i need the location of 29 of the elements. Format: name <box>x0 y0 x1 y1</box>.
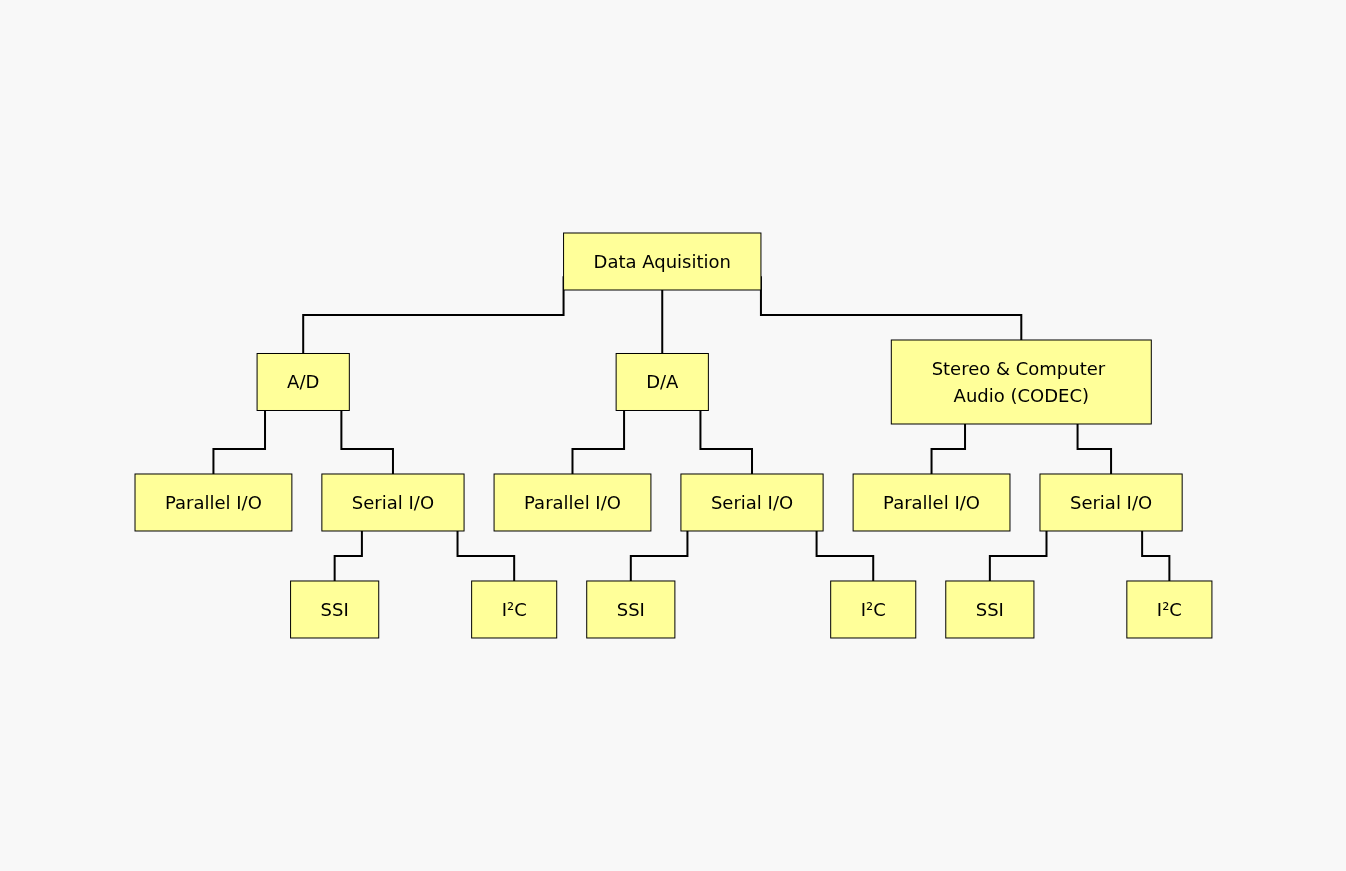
connector <box>660 289 663 355</box>
node-box: Parallel I/O <box>852 473 1010 532</box>
connector <box>339 409 394 475</box>
node-box: Parallel I/O <box>134 473 292 532</box>
node-box: I²C <box>829 580 916 639</box>
node-box: Parallel I/O <box>493 473 651 532</box>
node-box: SSI <box>585 580 675 639</box>
node-box: I²C <box>470 580 557 639</box>
connector <box>930 423 966 475</box>
node-box: I²C <box>1125 580 1212 639</box>
connector <box>333 530 363 582</box>
connector <box>456 530 515 582</box>
node-box: Serial I/O <box>320 473 465 532</box>
node-box: Stereo & Computer Audio (CODEC) <box>890 339 1152 425</box>
connector <box>988 530 1048 582</box>
connector <box>815 530 874 582</box>
node-box: SSI <box>944 580 1034 639</box>
node-box: Data Aquisition <box>562 232 761 291</box>
node-box: A/D <box>256 353 350 411</box>
connector <box>571 409 625 475</box>
node-box: Serial I/O <box>679 473 824 532</box>
node-box: Serial I/O <box>1039 473 1183 532</box>
connector <box>1076 423 1112 475</box>
connector <box>698 409 753 475</box>
connector <box>211 409 266 475</box>
connector <box>629 530 688 582</box>
node-box: SSI <box>289 580 379 639</box>
connector <box>1140 530 1170 582</box>
node-box: D/A <box>615 353 709 411</box>
